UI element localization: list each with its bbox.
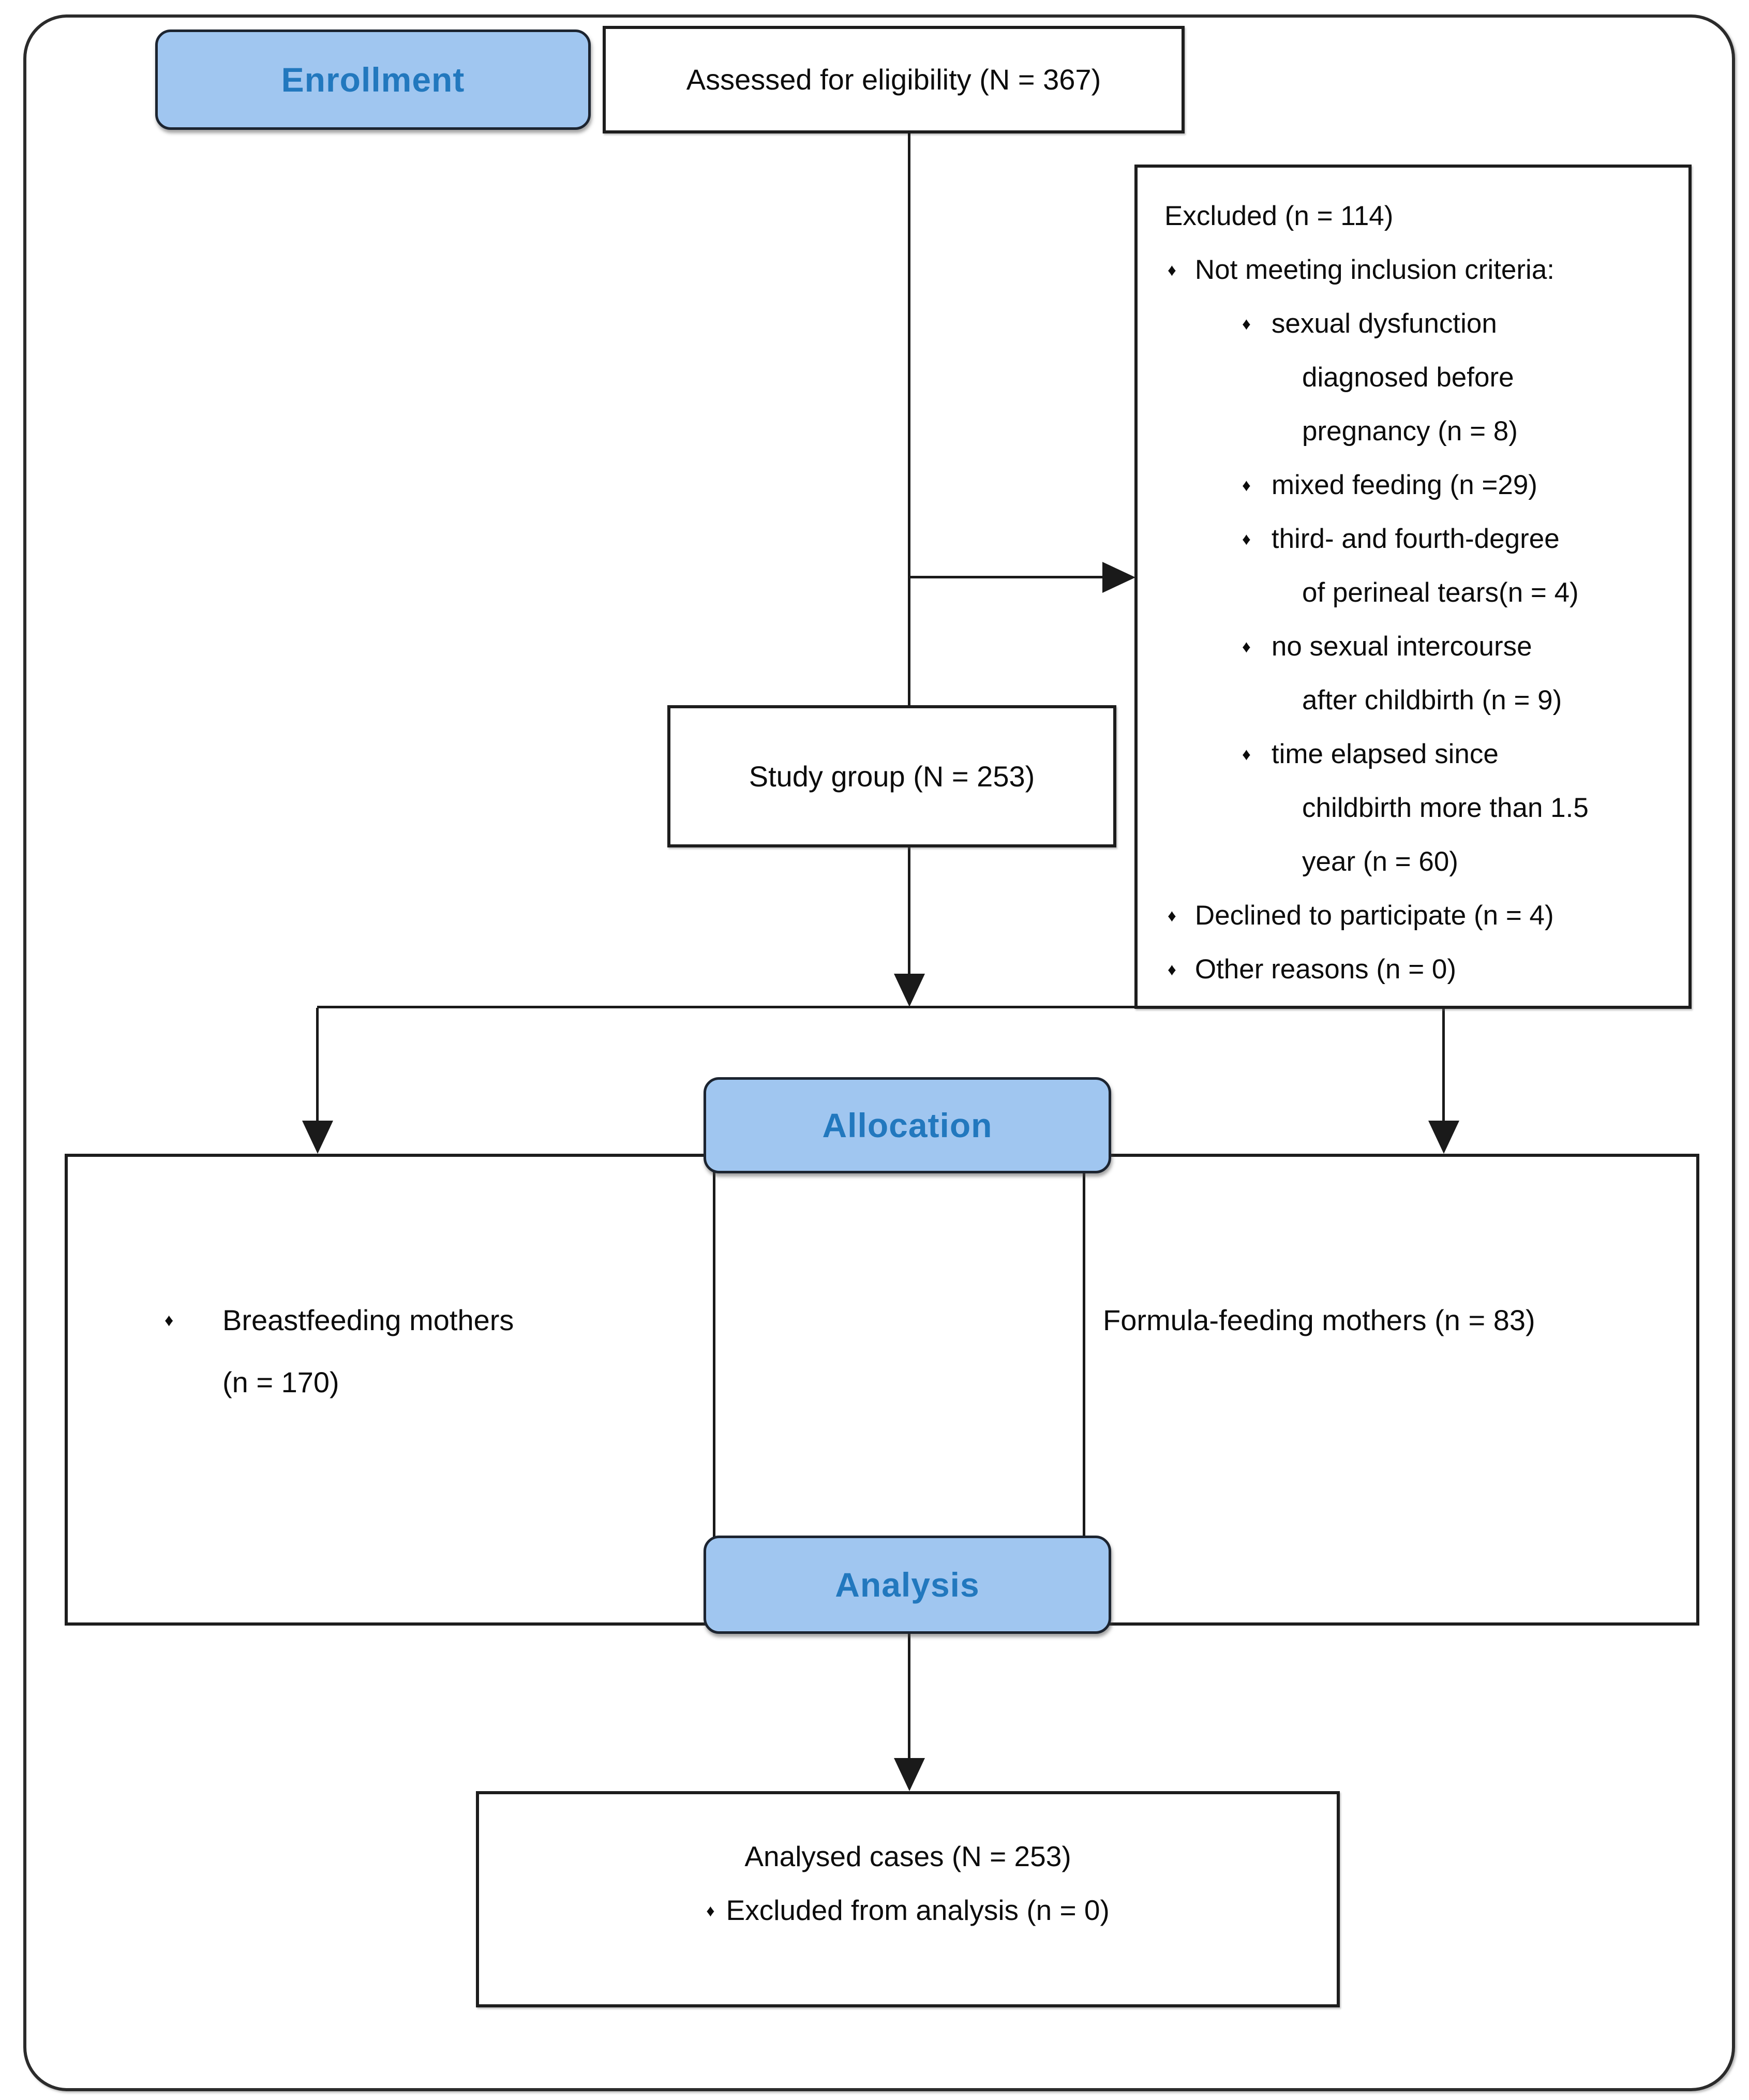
connector-analysis-to-analysed: [908, 1629, 910, 1760]
excluded-box: Excluded (n = 114) ♦Not meeting inclusio…: [1134, 165, 1692, 1009]
excluded-item-continuation: childbirth more than 1.5: [1302, 793, 1589, 823]
analysed-excluded-text: ♦Excluded from analysis (n = 0): [706, 1894, 1110, 1926]
connector-to-excluded-line: [909, 576, 1105, 578]
study-group-box: Study group (N = 253): [667, 705, 1116, 847]
assessed-eligibility-box: Assessed for eligibility (N = 367): [603, 26, 1185, 133]
excluded-item-continuation: diagnosed before: [1302, 362, 1514, 393]
arrowhead-breastfeeding-icon: [302, 1121, 333, 1154]
excluded-item: ♦sexual dysfunction: [1242, 308, 1497, 339]
diamond-bullet-icon: ♦: [1242, 529, 1251, 548]
enrollment-phase-badge: Enrollment: [155, 29, 591, 130]
diamond-bullet-icon: ♦: [1242, 744, 1251, 764]
diamond-bullet-icon: ♦: [1168, 960, 1176, 979]
excluded-item: ♦no sexual intercourse: [1242, 631, 1532, 662]
allocation-right-divider: [1083, 1167, 1085, 1625]
excluded-item: ♦time elapsed since: [1242, 739, 1499, 769]
excluded-item-continuation: pregnancy (n = 8): [1302, 416, 1518, 446]
assessed-eligibility-text: Assessed for eligibility (N = 367): [686, 63, 1101, 96]
excluded-item: ♦Declined to participate (n = 4): [1168, 900, 1554, 931]
arrowhead-study-split-icon: [894, 974, 925, 1007]
breastfeeding-group-item: ♦: [165, 1289, 173, 1351]
breastfeeding-group-text: Breastfeeding mothers (n = 170): [222, 1304, 514, 1398]
study-group-text: Study group (N = 253): [749, 759, 1035, 793]
formula-group-text: Formula-feeding mothers (n = 83): [1103, 1304, 1535, 1336]
analysed-cases-text: Analysed cases (N = 253): [744, 1840, 1071, 1872]
excluded-item-continuation: after childbirth (n = 9): [1302, 685, 1562, 716]
analysed-cases-box: Analysed cases (N = 253) ♦Excluded from …: [476, 1791, 1340, 2007]
enrollment-phase-label: Enrollment: [281, 61, 465, 99]
diamond-bullet-icon: ♦: [1242, 637, 1251, 656]
allocation-left-divider: [713, 1167, 715, 1625]
connector-split-to-breastfeeding: [316, 1008, 319, 1124]
diamond-bullet-icon: ♦: [1168, 906, 1176, 925]
diamond-bullet-icon: ♦: [706, 1901, 715, 1920]
analysis-phase-label: Analysis: [835, 1566, 980, 1604]
arrowhead-to-excluded-icon: [1102, 562, 1135, 593]
excluded-item: ♦mixed feeding (n =29): [1242, 470, 1537, 500]
excluded-item: ♦third- and fourth-degree: [1242, 524, 1560, 554]
allocation-phase-label: Allocation: [822, 1106, 993, 1144]
diamond-bullet-icon: ♦: [1242, 314, 1251, 333]
excluded-title: Excluded (n = 114): [1164, 201, 1394, 231]
analysis-phase-badge: Analysis: [704, 1536, 1111, 1634]
diamond-bullet-icon: ♦: [1242, 475, 1251, 495]
connector-split-to-formula: [1442, 1008, 1445, 1124]
arrowhead-analysed-icon: [894, 1758, 925, 1791]
arrowhead-formula-icon: [1428, 1121, 1459, 1154]
excluded-item: ♦Other reasons (n = 0): [1168, 954, 1457, 985]
allocation-phase-badge: Allocation: [704, 1077, 1111, 1173]
connector-study-to-split: [908, 844, 910, 976]
excluded-item: ♦Not meeting inclusion criteria:: [1168, 255, 1555, 285]
diamond-bullet-icon: ♦: [165, 1310, 174, 1330]
split-line: [317, 1006, 1445, 1008]
connector-assessed-to-study: [908, 130, 910, 707]
excluded-item-continuation: of perineal tears(n = 4): [1302, 577, 1579, 608]
excluded-item-continuation: year (n = 60): [1302, 846, 1458, 877]
diamond-bullet-icon: ♦: [1168, 260, 1176, 279]
outer-frame: [23, 14, 1735, 2091]
